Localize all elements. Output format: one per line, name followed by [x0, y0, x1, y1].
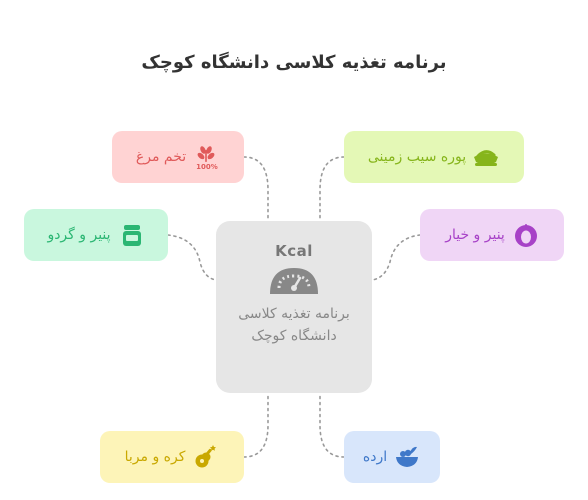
node-butter-jam-label: کره و مربا — [124, 449, 186, 465]
node-eggs[interactable]: 100% تخم مرغ — [112, 131, 244, 183]
jar-icon — [119, 222, 145, 248]
node-eggs-label: تخم مرغ — [135, 149, 187, 165]
svg-text:100%: 100% — [196, 163, 218, 170]
node-butter-jam[interactable]: کره و مربا — [100, 431, 244, 483]
connector-cheese-walnut — [167, 234, 217, 281]
diagram-title: برنامه تغذیه کلاسی دانشگاه کوچک — [141, 52, 447, 73]
node-potato-puree-label: پوره سیب زمینی — [367, 149, 467, 165]
salad-bowl-icon — [395, 444, 421, 470]
kcal-label: Kcal — [275, 242, 313, 260]
bowl-icon — [474, 144, 500, 170]
node-potato-puree[interactable]: پوره سیب زمینی — [344, 131, 524, 183]
node-cheese-cucumber-label: پنیر و خیار — [445, 227, 505, 243]
connector-butter-jam — [243, 392, 269, 458]
connector-eggs — [243, 156, 269, 222]
node-porridge-label: ارده — [362, 449, 388, 465]
node-cheese-walnut-label: پنیر و گردو — [47, 227, 111, 243]
connector-cheese-cucumber — [371, 234, 421, 281]
node-cheese-cucumber[interactable]: پنیر و خیار — [420, 209, 564, 261]
node-porridge[interactable]: ارده — [344, 431, 440, 483]
center-topic-card: Kcal برنامه تغذیه کلاسی دانشگاه کوچک — [216, 221, 372, 393]
connector-porridge — [319, 392, 345, 458]
guitar-icon — [193, 444, 219, 470]
scale-icon — [270, 268, 318, 294]
wheat-100-percent-icon: 100% — [194, 144, 220, 171]
center-topic-label: برنامه تغذیه کلاسی دانشگاه کوچک — [238, 306, 350, 344]
fruit-icon — [513, 222, 539, 248]
connector-potato-puree — [319, 156, 345, 222]
node-cheese-walnut[interactable]: پنیر و گردو — [24, 209, 168, 261]
